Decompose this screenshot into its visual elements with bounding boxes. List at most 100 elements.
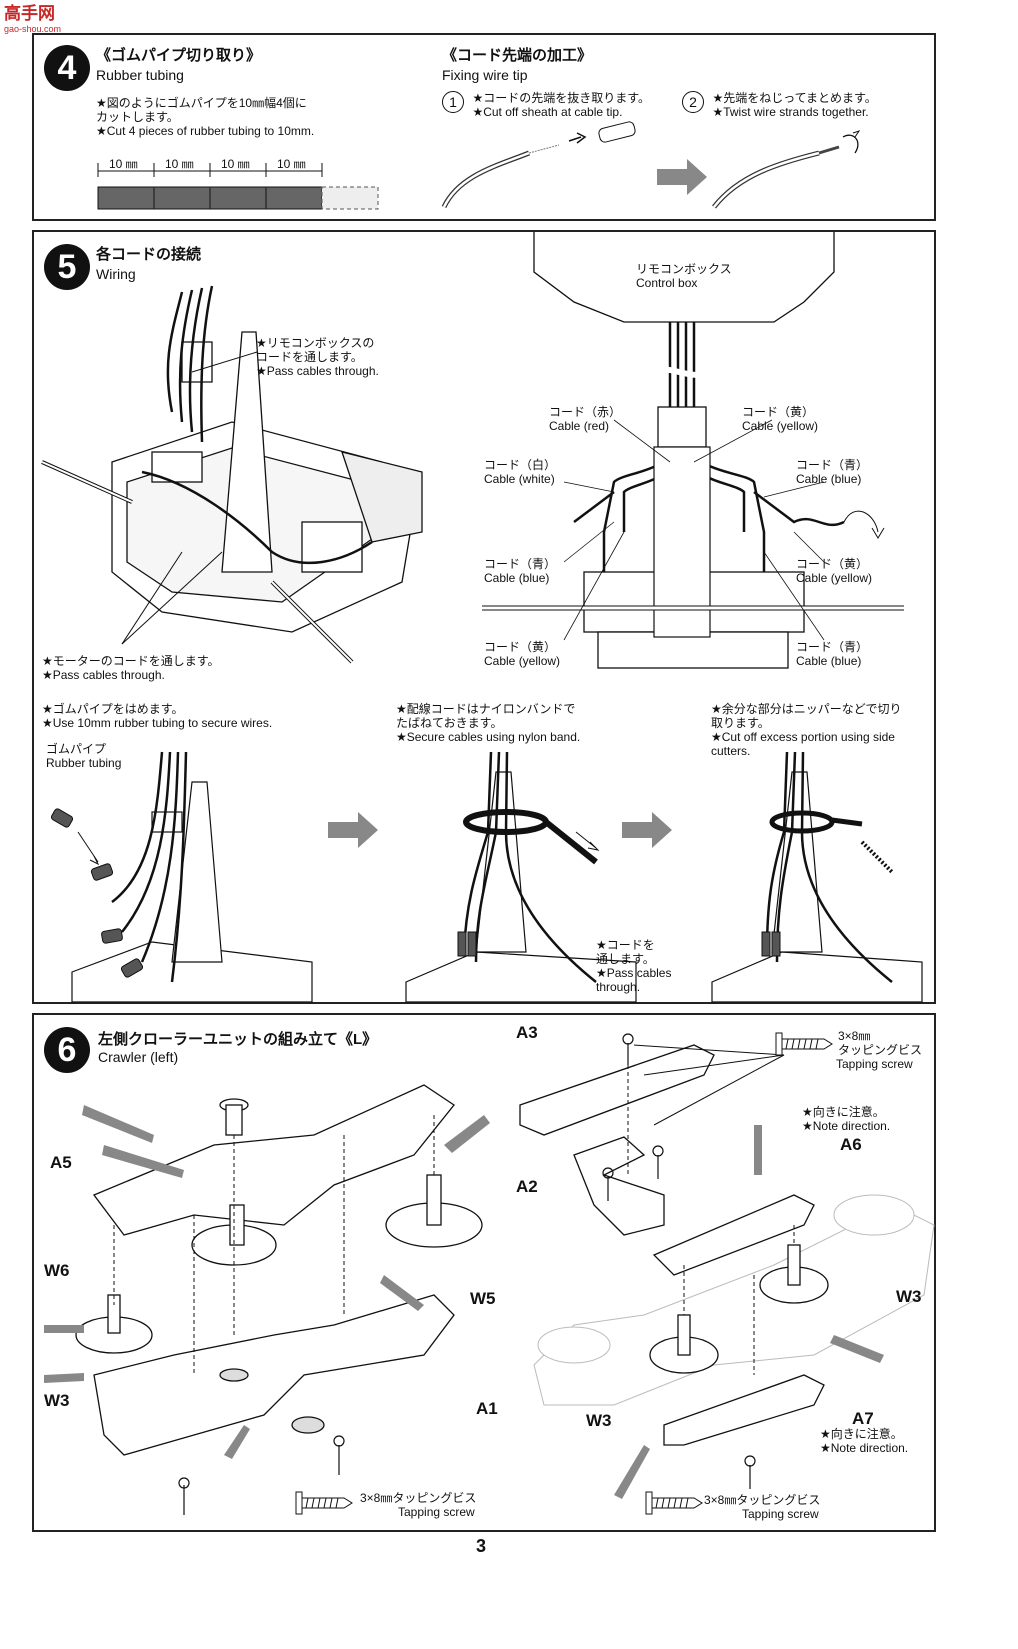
watermark-logo-text: 高手网 <box>4 4 55 23</box>
cable-yellow-bottom-en: Cable (yellow) <box>484 654 561 668</box>
cable-white-jp: コード（白） <box>484 458 557 472</box>
cable-label-blue-left: コード（青）Cable (blue) <box>484 557 556 585</box>
band-jp-2: たばねておきます。 <box>396 716 503 730</box>
step5-title-jp: 各コードの接続 <box>96 246 202 263</box>
screw-right-jp: 3×8㎜タッピングビス <box>704 1493 821 1507</box>
wire-sub1-en: ★Cut off sheath at cable tip. <box>472 105 623 119</box>
cable-label-yellow-top: コード（黄）Cable (yellow) <box>742 405 818 433</box>
screw-icon-right <box>645 1491 703 1515</box>
cut-excess-diagram <box>711 751 923 1003</box>
rubber-title-en: Rubber tubing <box>96 67 184 83</box>
pass2-jp-1: ★コードを <box>596 938 655 952</box>
watermark-logo: 高手网 gao-shou.com <box>4 4 61 34</box>
part-label-w5: W5 <box>470 1289 496 1308</box>
cut-en-2: cutters. <box>711 744 751 758</box>
rubber-title-jp: 《ゴムパイプ切り取り》 <box>96 47 262 64</box>
pass2-jp-2: 通します。 <box>596 952 655 966</box>
part-label-a5: A5 <box>50 1153 72 1172</box>
pass-box-en: ★Pass cables through. <box>256 364 379 378</box>
cable-blue-rt-en: Cable (blue) <box>796 472 862 486</box>
note-direction-en: ★Note direction. <box>802 1119 891 1133</box>
step5-number: 5 <box>44 244 90 290</box>
wire-sub1: 1 ★コードの先端を抜き取ります。 ★Cut off sheath at cab… <box>442 91 650 119</box>
cable-label-red: コード（赤）Cable (red) <box>549 405 621 433</box>
note-direction-jp: ★向きに注意。 <box>802 1105 885 1119</box>
cut-jp-1: ★余分な部分はニッパーなどで切り <box>711 702 902 716</box>
page-number: 3 <box>476 1536 487 1556</box>
tube-en: ★Use 10mm rubber tubing to secure wires. <box>42 716 273 730</box>
step5-panel: 5 各コードの接続 Wiring ★リモコンボックスの コードを通します。 ★P <box>32 230 936 1004</box>
rubber-inst-en: ★Cut 4 pieces of rubber tubing to 10mm. <box>96 124 315 138</box>
screw-icon-top <box>775 1032 833 1056</box>
cable-yellow-top-jp: コード（黄） <box>742 405 815 419</box>
pass2-en-2: through. <box>596 980 641 994</box>
cable-blue-left-jp: コード（青） <box>484 557 557 571</box>
wire-sub2-en: ★Twist wire strands together. <box>712 105 869 119</box>
cable-label-blue-right-top: コード（青）Cable (blue) <box>796 458 868 486</box>
part-label-w6: W6 <box>44 1261 70 1280</box>
step6-title-en: Crawler (left) <box>98 1049 179 1065</box>
part-label-a7: A7 <box>852 1409 874 1428</box>
crawler-left-exploded-diagram <box>44 1084 490 1515</box>
screw-icon-left <box>295 1491 353 1515</box>
cable-label-blue-bottom: コード（青）Cable (blue) <box>796 640 868 668</box>
wire-sub2-num: 2 <box>682 91 704 113</box>
gearbox-wiring-diagram <box>41 285 423 664</box>
part-label-a6: A6 <box>840 1135 862 1154</box>
rubber-inst-jp-2: カットします。 <box>96 110 179 124</box>
step6-number: 6 <box>44 1027 90 1073</box>
screw-right-en: Tapping screw <box>742 1507 819 1521</box>
cable-red-jp: コード（赤） <box>549 405 622 419</box>
cut-en-1: ★Cut off excess portion using side <box>711 730 895 744</box>
part-label-a1: A1 <box>476 1399 498 1418</box>
cable-yellow-right-jp: コード（黄） <box>796 557 869 571</box>
dim-label-2: 10 ㎜ <box>165 157 194 171</box>
part-label-a2: A2 <box>516 1177 538 1196</box>
cable-yellow-top-en: Cable (yellow) <box>742 419 819 433</box>
cable-yellow-right-en: Cable (yellow) <box>796 571 873 585</box>
nylon-band-diagram <box>405 751 637 1003</box>
wire-sub1-num: 1 <box>442 91 464 113</box>
tube-label-jp: ゴムパイプ <box>46 742 107 756</box>
control-box-diagram <box>482 232 904 669</box>
motor-jp: ★モーターのコードを通します。 <box>42 654 220 668</box>
cable-white-en: Cable (white) <box>484 472 555 486</box>
control-box-en: Control box <box>636 276 698 290</box>
wire-tip-diagram <box>441 121 861 209</box>
cable-yellow-bottom-jp: コード（黄） <box>484 640 557 654</box>
arrow-right-2 <box>622 812 672 848</box>
rubber-tube-diagram <box>97 163 379 210</box>
cable-label-white: コード（白）Cable (white) <box>484 458 556 486</box>
wire-title-jp: 《コード先端の加工》 <box>442 47 593 64</box>
cable-label-yellow-bottom: コード（黄）Cable (yellow) <box>484 640 560 668</box>
screw-left-jp: 3×8㎜タッピングビス <box>360 1491 477 1505</box>
screw-top-jp-2: タッピングビス <box>838 1043 923 1057</box>
screw-top-jp-1: 3×8㎜ <box>838 1029 871 1043</box>
control-box-jp: リモコンボックス <box>636 262 732 276</box>
dim-label-1: 10 ㎜ <box>109 157 138 171</box>
tube-label-en: Rubber tubing <box>46 756 122 770</box>
note-direction2-jp: ★向きに注意。 <box>820 1427 903 1441</box>
step4-panel: 4 《ゴムパイプ切り取り》 Rubber tubing ★図のようにゴムパイプを… <box>32 33 936 221</box>
crawler-right-exploded-diagram <box>519 1033 935 1499</box>
cable-blue-bottom-jp: コード（青） <box>796 640 869 654</box>
rubber-inst-jp-1: ★図のようにゴムパイプを10㎜幅4個に <box>96 96 307 110</box>
step6-title-jp: 左側クローラーユニットの組み立て《L》 <box>98 1031 378 1048</box>
band-jp-1: ★配線コードはナイロンバンドで <box>396 702 576 716</box>
cable-blue-left-en: Cable (blue) <box>484 571 550 585</box>
dim-label-4: 10 ㎜ <box>277 157 306 171</box>
cable-red-en: Cable (red) <box>549 419 610 433</box>
part-label-w3-right-b: W3 <box>586 1411 612 1430</box>
rubber-tubing-install-diagram <box>50 751 313 1003</box>
pass-box-jp-2: コードを通します。 <box>256 350 363 364</box>
step6-panel: 6 左側クローラーユニットの組み立て《L》 Crawler (left) <box>32 1013 936 1532</box>
part-label-a3: A3 <box>516 1023 538 1042</box>
cable-label-yellow-right: コード（黄）Cable (yellow) <box>796 557 872 585</box>
part-label-w3-right-a: W3 <box>896 1287 922 1306</box>
band-en: ★Secure cables using nylon band. <box>396 730 581 744</box>
cut-jp-2: 取ります。 <box>711 716 770 730</box>
wire-sub1-jp: ★コードの先端を抜き取ります。 <box>472 91 651 105</box>
arrow-right-1 <box>328 812 378 848</box>
step5-title-en: Wiring <box>96 266 136 282</box>
wire-title-en: Fixing wire tip <box>442 67 528 83</box>
